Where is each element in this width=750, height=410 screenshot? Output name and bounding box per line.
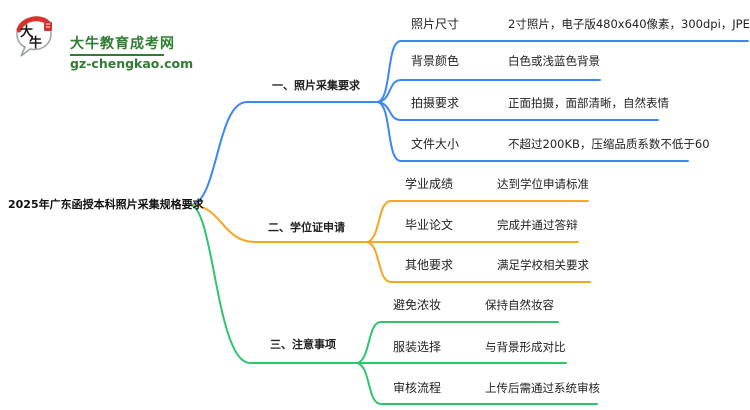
leaf-value: 与背景形成对比 bbox=[485, 340, 566, 354]
leaf-value: 正面拍摄，面部清晰，自然表情 bbox=[508, 96, 669, 110]
leaf-value: 达到学位申请标准 bbox=[497, 177, 589, 191]
leaf-label: 照片尺寸 bbox=[411, 17, 460, 31]
leaf-value: 白色或浅蓝色背景 bbox=[508, 54, 600, 68]
branch1-label: 一、照片采集要求 bbox=[272, 79, 360, 92]
logo-bull-icon: 大 牛 bbox=[16, 16, 52, 57]
leaf-label: 其他要求 bbox=[405, 258, 454, 272]
leaf-label: 避免浓妆 bbox=[393, 298, 442, 312]
leaf-value: 满足学校相关要求 bbox=[497, 258, 589, 272]
leaf-value: 2寸照片，电子版480x640像素，300dpi，JPEG格式 bbox=[508, 17, 750, 31]
leaf-label: 审核流程 bbox=[393, 381, 442, 395]
leaf-label: 毕业论文 bbox=[405, 218, 454, 232]
branch2-lines bbox=[189, 200, 591, 283]
leaf-value: 完成并通过答辩 bbox=[497, 218, 578, 232]
branch2-label: 二、学位证申请 bbox=[268, 221, 345, 234]
logo-char-top: 大 bbox=[20, 24, 33, 40]
logo-divider bbox=[70, 54, 164, 56]
leaf-value: 保持自然妆容 bbox=[485, 298, 554, 312]
root-title: 2025年广东函授本科照片采集规格要求 bbox=[8, 198, 204, 211]
leaf-label: 服装选择 bbox=[393, 340, 442, 354]
logo-char-bottom: 牛 bbox=[29, 35, 42, 51]
leaf-value: 上传后需通过系统审核 bbox=[485, 381, 600, 395]
branch1-lines bbox=[189, 40, 749, 206]
leaf-label: 文件大小 bbox=[411, 137, 460, 151]
leaf-label: 学业成绩 bbox=[405, 177, 454, 191]
site-name: 大牛教育成考网 bbox=[70, 36, 175, 52]
site-logo: 大 牛 大牛教育成考网 gz-chengkao.com bbox=[14, 14, 193, 71]
leaf-label: 拍摄要求 bbox=[411, 96, 460, 110]
branch3-label: 三、注意事项 bbox=[270, 338, 336, 351]
leaf-label: 背景颜色 bbox=[411, 54, 460, 68]
site-url: gz-chengkao.com bbox=[70, 56, 194, 71]
leaf-value: 不超过200KB，压缩品质系数不低于60 bbox=[508, 137, 710, 151]
branch3-lines bbox=[189, 204, 598, 405]
